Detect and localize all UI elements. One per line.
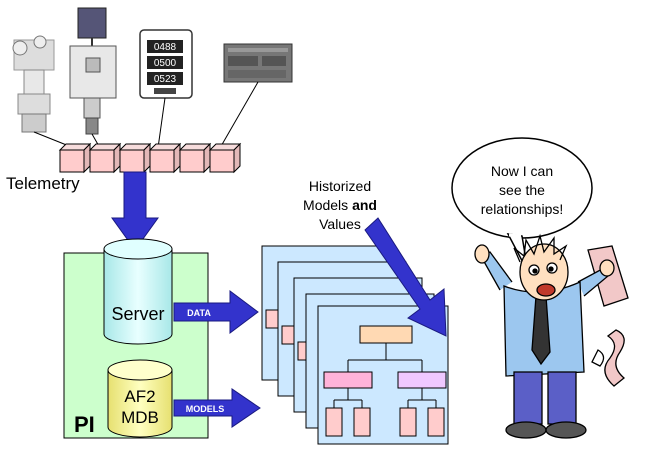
model-leaf-node [427,407,445,437]
telemetry-label: Telemetry [6,174,80,193]
telemetry-bus [58,142,242,174]
rack-controller-device-image [223,43,293,83]
annotation-pointer-arrow [364,217,447,337]
meter-reading-1: 0488 [154,42,177,53]
model-hierarchy-front [317,305,449,445]
speech-line-3: relationships! [481,201,564,217]
speech-line-1: Now I can [491,163,553,179]
data-arrow-label: DATA [187,308,211,318]
model-branch-node-left [323,371,373,389]
model-root-node [359,325,413,344]
model-branch-node-right [397,371,447,389]
excited-person-illustration [474,233,629,439]
models-arrow [173,388,261,428]
digital-meter-device-image: 0488 0500 0523 [139,29,193,99]
pi-label: PI [74,412,95,437]
annotation-line-1: Historized [309,178,371,194]
annotation-line-2: Models and [303,197,377,213]
meter-reading-3: 0523 [154,74,177,85]
telemetry-block [178,142,212,174]
telemetry-block [58,142,92,174]
server-label: Server [111,304,164,324]
meter-reading-2: 0500 [154,58,177,69]
models-arrow-label: MODELS [186,404,225,414]
telemetry-block [148,142,182,174]
server-database-cylinder [103,238,173,345]
model-leaf-node [325,407,343,437]
telemetry-block [88,142,122,174]
annotation-line-3: Values [319,216,361,232]
telemetry-block [208,142,242,174]
model-leaf-node [353,407,371,437]
telemetry-block [118,142,152,174]
data-arrow [173,290,259,334]
model-leaf-node [399,407,417,437]
af2-mdb-database-cylinder [107,359,173,438]
speech-line-2: see the [499,182,545,198]
microscope-device-image [12,35,55,133]
solar-panel-device-image [69,7,117,135]
af2-label: AF2 [124,387,155,406]
mdb-label: MDB [121,408,159,427]
telemetry-to-server-arrow [111,171,159,251]
